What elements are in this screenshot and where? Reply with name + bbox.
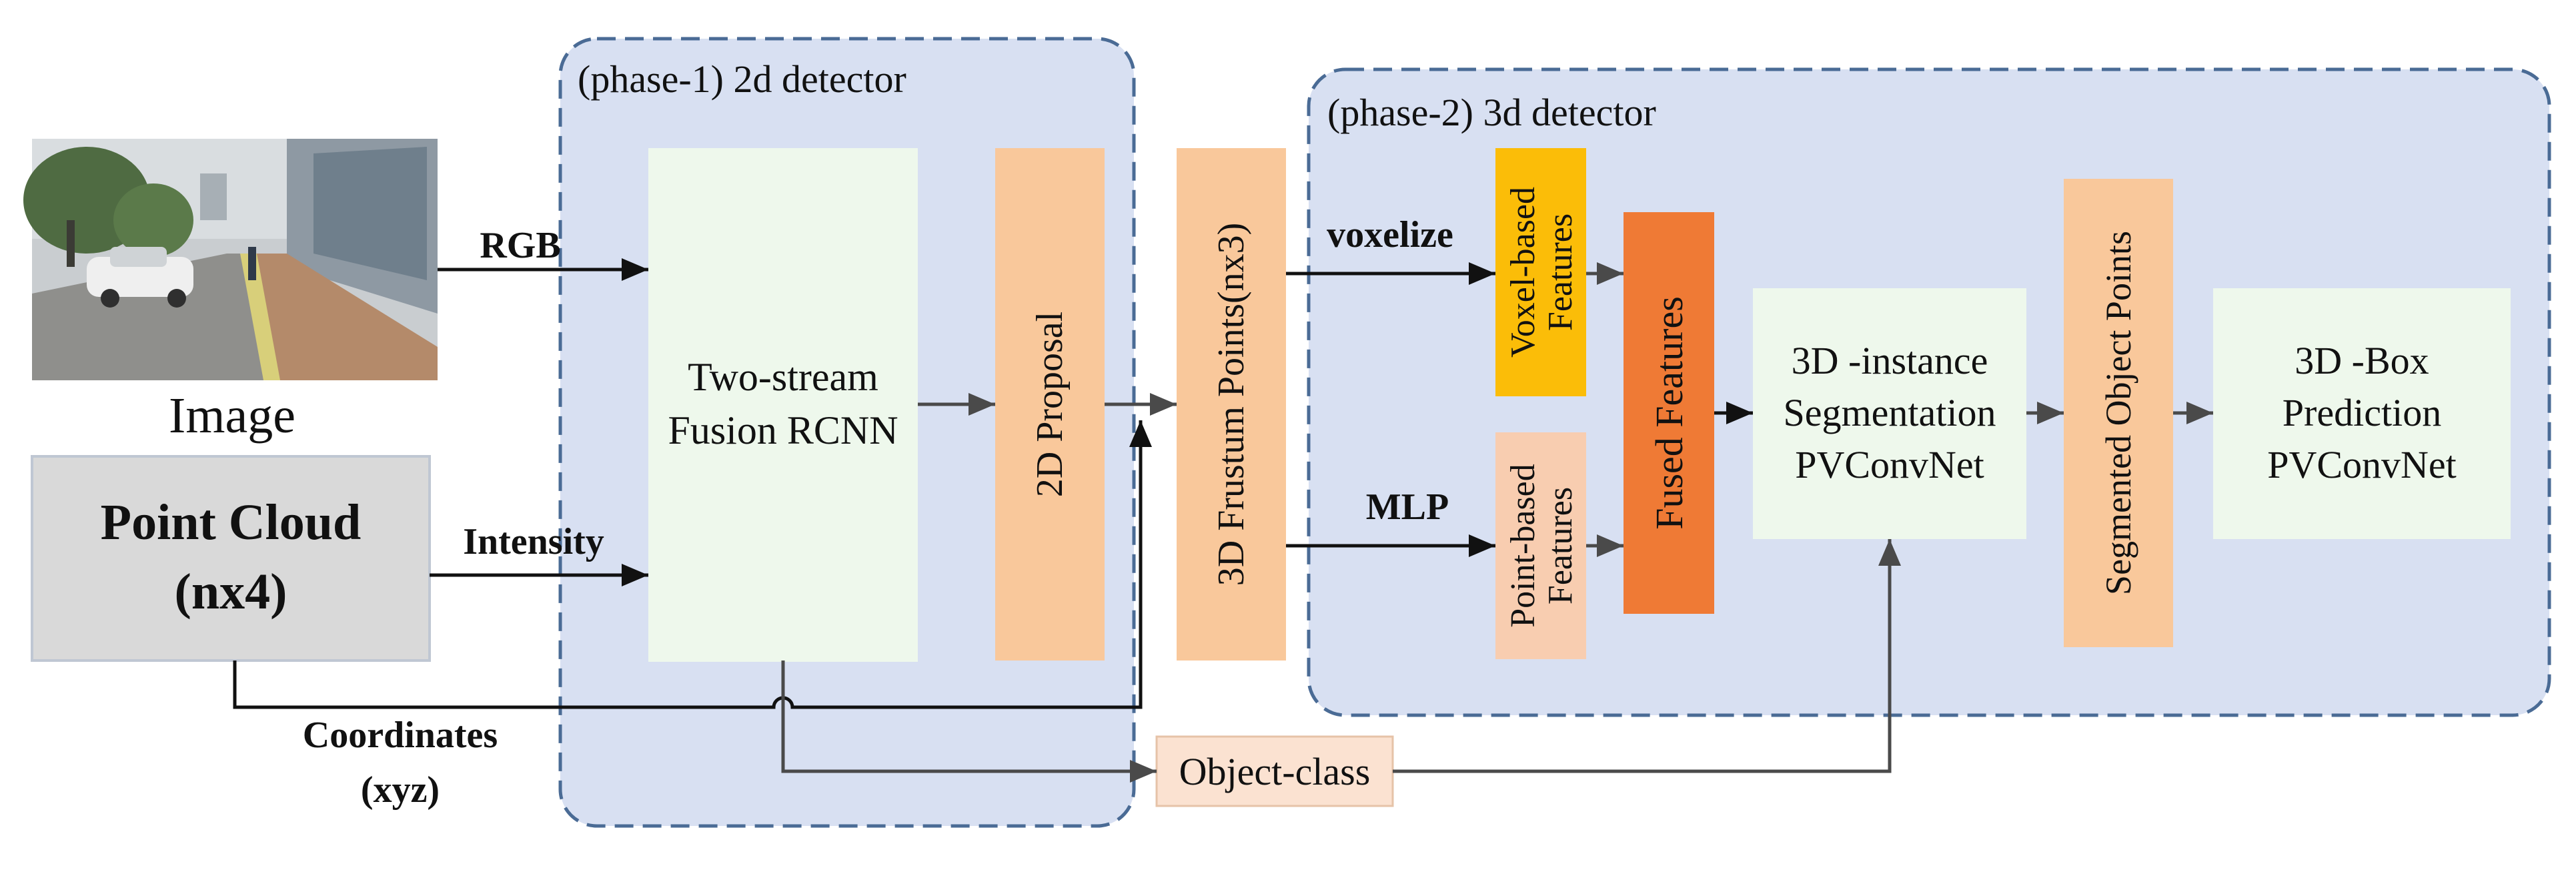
object-class-label: Object-class	[1179, 750, 1371, 793]
phase2-title: (phase-2) 3d detector	[1327, 91, 1656, 134]
segmented-points-box	[2064, 179, 2173, 647]
object-class-box	[1155, 735, 1394, 807]
rcnn-to-object-class-connector	[781, 661, 1157, 783]
box-prediction-label-3: PVConvNet	[2267, 443, 2457, 486]
point-cloud-label: Point Cloud	[101, 494, 362, 550]
segmented-points-label: Segmented Object Points	[2098, 231, 2138, 595]
segmentation-label-3: PVConvNet	[1795, 443, 1984, 486]
coordinates-label-1: Coordinates	[303, 715, 498, 756]
voxel-features-label-2: Features	[1541, 213, 1579, 331]
object-class-to-segmentation-connector	[1393, 539, 1901, 773]
frustum-points-box	[1177, 148, 1286, 661]
proposal-2d-box	[995, 148, 1105, 661]
fused-features-label: Fused Features	[1648, 296, 1691, 530]
phase1-title: (phase-1) 2d detector	[578, 57, 906, 101]
point-features-label-1: Point-based	[1504, 464, 1542, 628]
street-image	[23, 139, 438, 380]
box-prediction-box	[2213, 288, 2511, 539]
segmentation-label-2: Segmentation	[1784, 391, 1996, 434]
fused-features-box	[1624, 212, 1714, 614]
instance-segmentation-box	[1753, 288, 2026, 539]
two-stream-fusion-rcnn-box	[648, 148, 918, 662]
coordinates-label-2: (xyz)	[361, 769, 440, 811]
two-stream-label-2: Fusion RCNN	[668, 408, 898, 452]
mlp-label: MLP	[1366, 486, 1449, 528]
voxelize-label: voxelize	[1327, 214, 1453, 256]
box-prediction-label-1: 3D -Box	[2295, 339, 2429, 382]
two-stream-label-1: Two-stream	[688, 355, 878, 399]
rgb-label: RGB	[480, 225, 560, 266]
intensity-label: Intensity	[463, 521, 604, 562]
point-features-label-2: Features	[1541, 487, 1579, 604]
proposal-2d-label: 2D Proposal	[1029, 312, 1071, 497]
voxel-features-label-1: Voxel-based	[1504, 187, 1542, 358]
voxel-features-box	[1495, 148, 1586, 396]
point-features-box	[1495, 432, 1586, 659]
image-caption: Image	[169, 388, 295, 444]
box-prediction-label-2: Prediction	[2283, 391, 2441, 434]
segmentation-label-1: 3D -instance	[1792, 339, 1988, 382]
point-cloud-size: (nx4)	[175, 564, 287, 620]
point-cloud-box	[31, 455, 431, 662]
frustum-points-label: 3D Frustum Points(nx3)	[1211, 223, 1252, 586]
